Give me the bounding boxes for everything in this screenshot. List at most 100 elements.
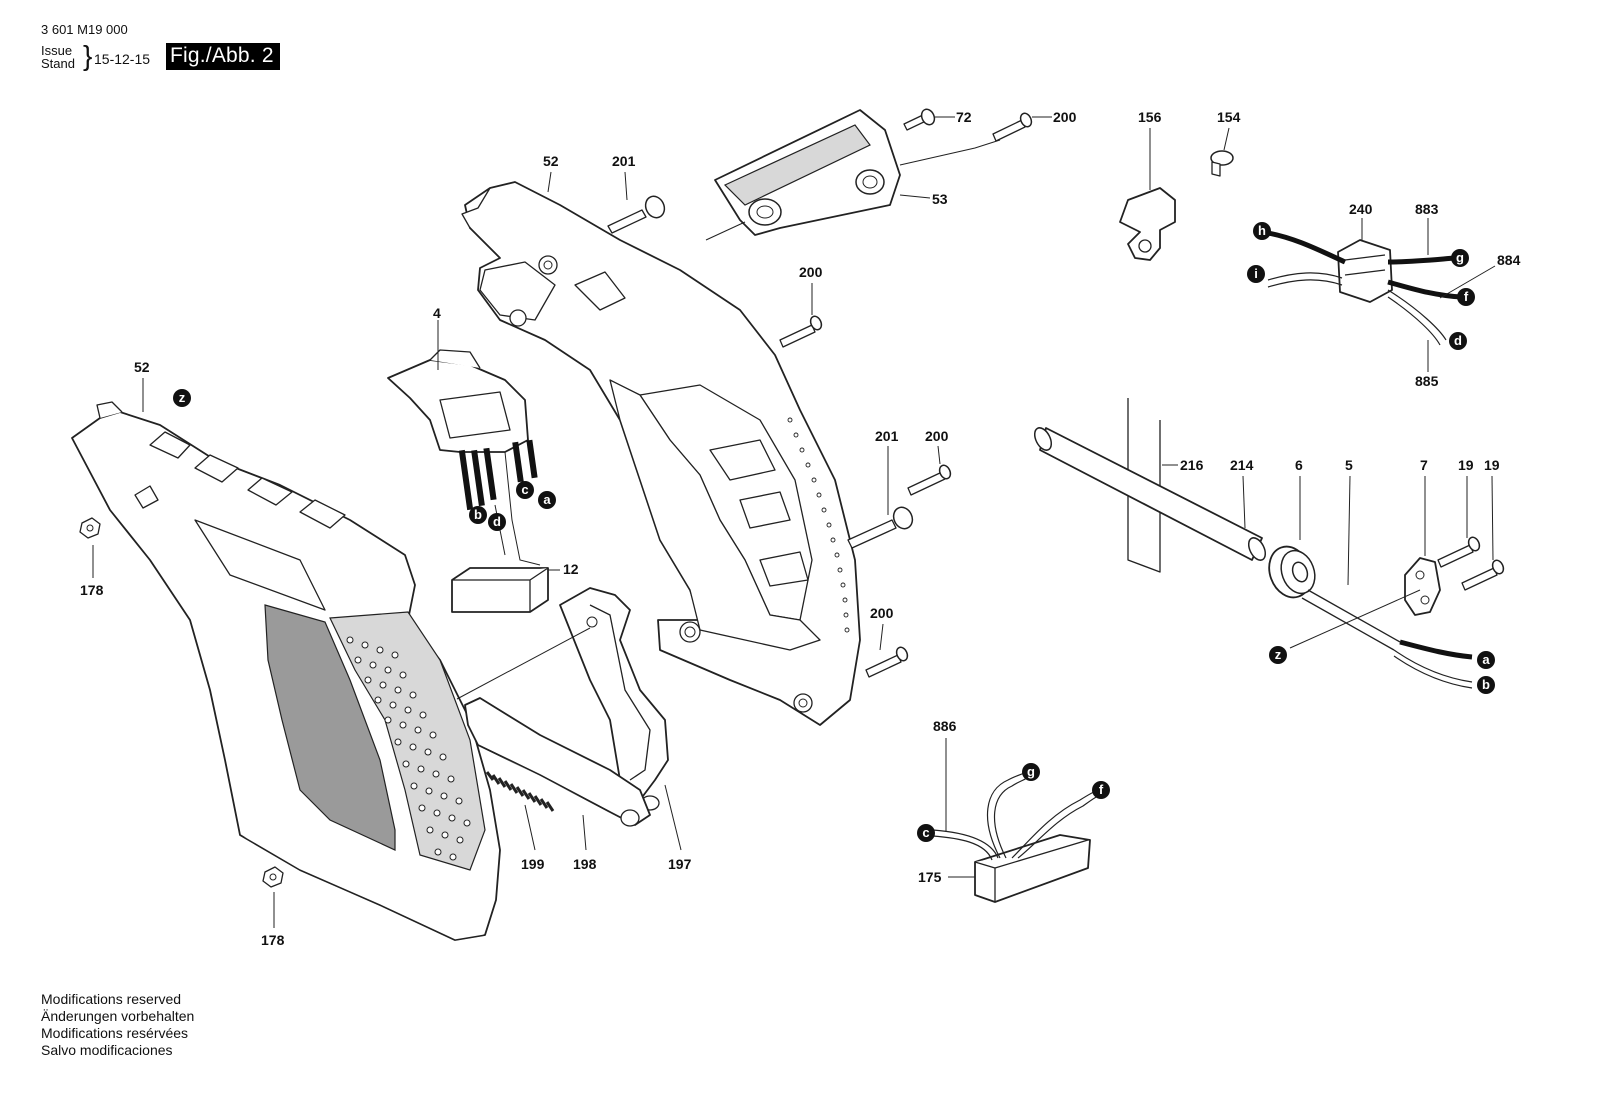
figure-label: Fig./Abb. 2: [166, 43, 280, 70]
right-shell-vent-dots: [787, 417, 850, 633]
part-label-19-b: 19: [1484, 457, 1500, 473]
part-label-201-top: 201: [612, 153, 636, 169]
part-label-12: 12: [563, 561, 579, 577]
screw-19-a: [1437, 536, 1481, 568]
badge-d-terminal: d: [1449, 332, 1467, 350]
part-label-200-mid: 200: [799, 264, 823, 280]
issue-date: 15-12-15: [94, 51, 151, 67]
part-number-labels: 52 201 72 200 53 156 154 240 883 884 885…: [80, 109, 1521, 948]
part-label-216: 216: [1180, 457, 1204, 473]
svg-text:z: z: [1275, 647, 1282, 662]
screw-200-right: [907, 464, 952, 496]
part-label-200-right: 200: [925, 428, 949, 444]
badge-f-suppressor: f: [1092, 781, 1110, 799]
document-number: 3 601 M19 000: [41, 22, 128, 37]
capacitor-12: [451, 567, 549, 613]
cover-part-53: [714, 109, 901, 236]
part-label-7: 7: [1420, 457, 1428, 473]
badge-i: i: [1247, 265, 1265, 283]
part-label-240: 240: [1349, 201, 1373, 217]
screw-200-top: [992, 112, 1033, 142]
badge-g-suppressor: g: [1022, 763, 1040, 781]
badge-z-left: z: [173, 389, 191, 407]
screw-200-lower: [865, 646, 909, 678]
tube-214: [1033, 427, 1267, 561]
badge-c-switch: c: [516, 481, 534, 499]
badge-b-switch: b: [469, 506, 487, 524]
screw-72: [903, 108, 936, 131]
part-label-201-mid: 201: [875, 428, 899, 444]
brace-symbol: }: [83, 40, 93, 71]
part-label-885: 885: [1415, 373, 1439, 389]
badge-a-cable: a: [1477, 651, 1495, 669]
grommet-6: [1268, 545, 1316, 599]
part-label-53: 53: [932, 191, 948, 207]
footer-line-es: Salvo modificaciones: [41, 1042, 173, 1058]
part-label-198: 198: [573, 856, 597, 872]
svg-text:i: i: [1254, 266, 1258, 281]
part-label-6: 6: [1295, 457, 1303, 473]
screw-154: [1210, 150, 1234, 177]
svg-text:c: c: [922, 825, 929, 840]
part-label-175: 175: [918, 869, 942, 885]
badge-b-cable: b: [1477, 676, 1495, 694]
part-label-5: 5: [1345, 457, 1353, 473]
spring-199: [485, 771, 555, 812]
svg-text:c: c: [521, 482, 528, 497]
svg-text:d: d: [493, 514, 501, 529]
stand-label: Stand: [41, 56, 75, 71]
connector-badges: z b d c a h g i f d z a b g f c: [173, 222, 1495, 842]
terminal-block-240: [1337, 239, 1393, 303]
badge-a-switch: a: [538, 491, 556, 509]
screw-201-top: [607, 195, 666, 234]
nut-178-upper: [79, 517, 101, 539]
part-label-200-top: 200: [1053, 109, 1077, 125]
part-label-178-lower: 178: [261, 932, 285, 948]
part-label-19-a: 19: [1458, 457, 1474, 473]
screw-201-mid: [847, 506, 914, 549]
svg-text:g: g: [1456, 250, 1464, 265]
nut-178-lower: [262, 866, 284, 888]
badge-h: h: [1253, 222, 1271, 240]
strain-relief-7: [1404, 557, 1441, 616]
part-label-199: 199: [521, 856, 545, 872]
part-label-52-right: 52: [543, 153, 559, 169]
part-label-178-upper: 178: [80, 582, 104, 598]
suppressor-175: [974, 834, 1091, 903]
issue-labels: Issue Stand: [41, 44, 75, 70]
badge-z-right: z: [1269, 646, 1287, 664]
right-housing-shell: [461, 181, 861, 726]
badge-c-suppressor: c: [917, 824, 935, 842]
footer-line-de: Änderungen vorbehalten: [41, 1008, 195, 1024]
svg-text:a: a: [543, 492, 551, 507]
leader-lines: [142, 116, 1496, 878]
footer-line-fr: Modifications resérvées: [41, 1025, 189, 1041]
svg-text:b: b: [474, 507, 482, 522]
badge-g-terminal: g: [1451, 249, 1469, 267]
screw-200-mid: [779, 315, 823, 348]
part-label-156: 156: [1138, 109, 1162, 125]
part-label-883: 883: [1415, 201, 1439, 217]
part-label-4: 4: [433, 305, 441, 321]
svg-text:a: a: [1482, 652, 1490, 667]
svg-text:h: h: [1258, 223, 1266, 238]
part-label-154: 154: [1217, 109, 1241, 125]
issue-label: Issue: [41, 43, 73, 58]
badge-d-switch: d: [488, 513, 506, 531]
part-label-884: 884: [1497, 252, 1521, 268]
svg-text:g: g: [1027, 764, 1035, 779]
footer-line-en: Modifications reserved: [41, 991, 182, 1007]
svg-text:z: z: [179, 390, 186, 405]
part-label-886: 886: [933, 718, 957, 734]
badge-f-terminal: f: [1457, 288, 1475, 306]
screw-19-b: [1461, 559, 1505, 591]
part-label-52-left: 52: [134, 359, 150, 375]
part-label-200-lower: 200: [870, 605, 894, 621]
svg-text:d: d: [1454, 333, 1462, 348]
svg-text:b: b: [1482, 677, 1490, 692]
power-cable-5: [1301, 589, 1473, 689]
slider-part-198: [464, 697, 651, 827]
left-housing-shell: [71, 401, 501, 941]
cable-clamp-156: [1119, 187, 1176, 261]
